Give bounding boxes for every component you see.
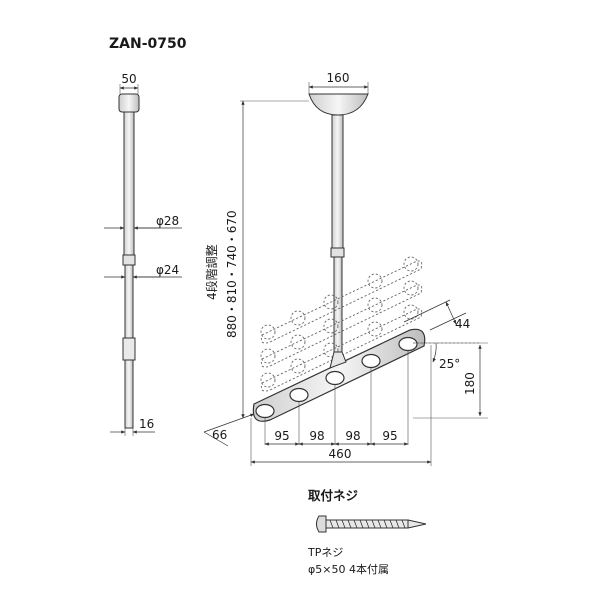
screw-heading: 取付ネジ xyxy=(308,488,359,503)
hole-spacing-1: 95 xyxy=(274,429,289,443)
model-title: ZAN-0750 xyxy=(109,36,187,52)
side-base-block xyxy=(118,93,140,113)
hanger-hole-5 xyxy=(398,336,418,352)
hanger-hole-1 xyxy=(255,403,275,419)
hole-spacing-3: 98 xyxy=(345,429,360,443)
lower-pole xyxy=(333,256,343,353)
hanger-arm xyxy=(252,328,426,422)
end-offset-label: 66 xyxy=(212,428,227,442)
height-options-label: 880・810・740・670 xyxy=(225,210,239,338)
base-width-label: 160 xyxy=(327,71,350,85)
lower-diameter-label: φ24 xyxy=(156,263,179,277)
angle-label: 25° xyxy=(439,357,460,371)
ghost-arm-positions xyxy=(260,256,423,392)
ceiling-base xyxy=(308,93,369,116)
side-lower-tube xyxy=(124,264,134,344)
side-collar xyxy=(122,254,136,266)
screw-type: TPネジ xyxy=(307,546,343,559)
side-view: 50 φ28 φ24 16 xyxy=(104,72,182,436)
hanger-hole-2 xyxy=(289,387,309,403)
bottom-width-label: 16 xyxy=(139,417,154,431)
hole-spacing-2: 98 xyxy=(309,429,324,443)
upper-pole xyxy=(331,114,344,254)
rise-label: 180 xyxy=(463,372,477,395)
top-width-label: 50 xyxy=(121,72,136,86)
front-view: 160 880・810・740・670 4段階調整 xyxy=(203,71,488,466)
hole-spacing-4: 95 xyxy=(382,429,397,443)
upper-diameter-label: φ28 xyxy=(156,214,179,228)
side-upper-tube xyxy=(123,111,135,261)
screw-section: 取付ネジ TPネジ φ5×50 4本付属 xyxy=(307,488,427,576)
adjust-note-label: 4段階調整 xyxy=(204,244,219,300)
side-arm-bracket xyxy=(122,337,136,361)
pole-collar xyxy=(330,247,345,258)
hanger-hole-3 xyxy=(325,370,345,386)
screw-illustration xyxy=(316,515,427,533)
hanger-hole-4 xyxy=(361,353,381,369)
arm-thickness-label: 44 xyxy=(455,317,470,331)
total-width-label: 460 xyxy=(329,447,352,461)
side-arm-profile xyxy=(124,359,134,429)
screw-spec: φ5×50 4本付属 xyxy=(308,562,389,576)
